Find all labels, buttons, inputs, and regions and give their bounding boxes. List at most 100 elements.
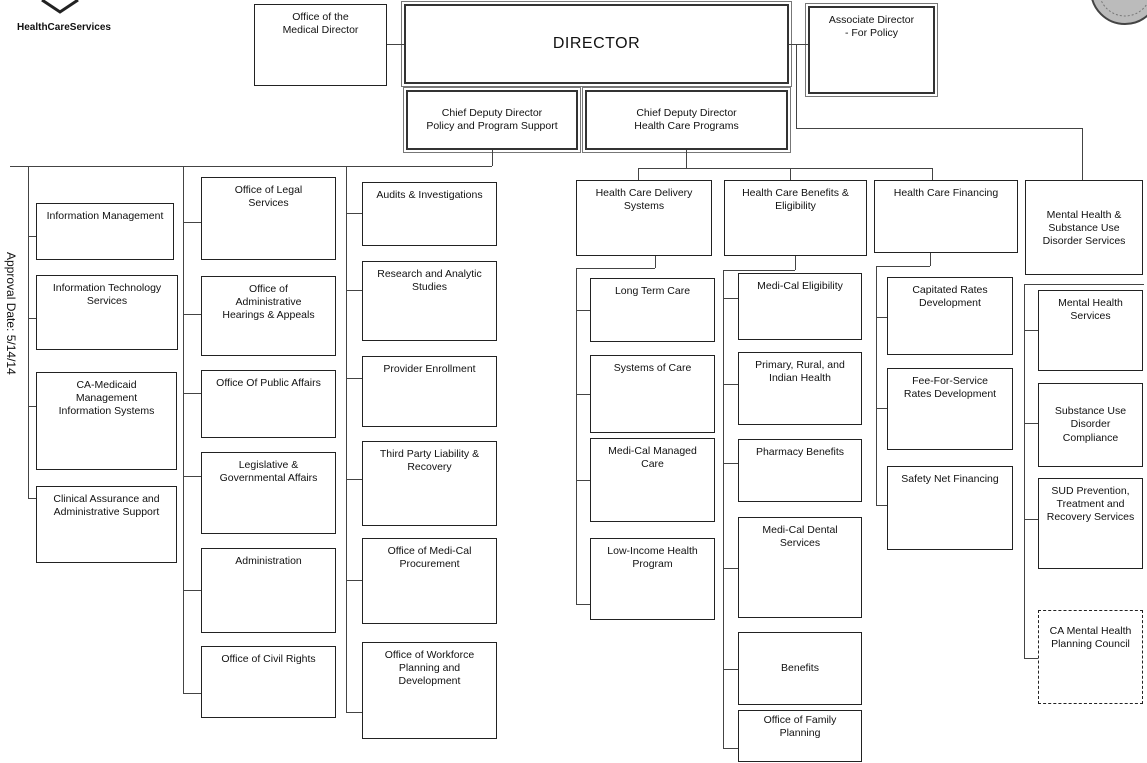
org-unit-label: CA-Medicaid Management Information Syste… [58, 379, 155, 418]
connector-line [686, 150, 687, 168]
connector-line [723, 270, 795, 271]
org-unit-label: Benefits [781, 661, 819, 674]
org-unit-box: Information Management [36, 203, 174, 260]
connector-line [876, 317, 887, 318]
connector-line [576, 268, 577, 604]
org-unit-label: Office Of Public Affairs [216, 377, 321, 389]
org-unit-box: Long Term Care [590, 278, 715, 342]
org-unit-box: Medi-Cal Dental Services [738, 517, 862, 618]
connector-line [795, 256, 796, 270]
org-unit-label: SUD Prevention, Treatment and Recovery S… [1046, 485, 1135, 524]
org-unit-label: Medi-Cal Eligibility [757, 280, 843, 292]
logo-text: HealthCareServices [17, 22, 111, 33]
org-unit-box: Substance Use Disorder Compliance [1038, 383, 1143, 467]
org-unit-box: Legislative & Governmental Affairs [201, 452, 336, 534]
connector-line [28, 498, 36, 499]
org-unit-box: Primary, Rural, and Indian Health [738, 352, 862, 425]
connector-line [576, 394, 590, 395]
org-unit-label: Office of Legal Services [234, 184, 303, 210]
council-box: CA Mental Health Planning Council [1038, 610, 1143, 704]
division-header-label: Health Care Delivery Systems [595, 187, 693, 213]
connector-line [930, 253, 931, 266]
connector-line [346, 213, 362, 214]
connector-line [723, 669, 738, 670]
connector-line [183, 393, 201, 394]
org-unit-box: Information Technology Services [36, 275, 178, 350]
connector-line [876, 408, 887, 409]
director-box: DIRECTOR [401, 1, 792, 87]
org-unit-box: Clinical Assurance and Administrative Su… [36, 486, 177, 563]
associate-director-label: Associate Director - For Policy [828, 14, 915, 40]
connector-line [576, 268, 655, 269]
org-unit-box: Mental Health Services [1038, 290, 1143, 371]
org-unit-label: Pharmacy Benefits [755, 446, 845, 458]
connector-line [876, 505, 887, 506]
org-unit-label: Long Term Care [614, 285, 691, 297]
connector-line [183, 590, 201, 591]
org-unit-box: Fee-For-Service Rates Development [887, 368, 1013, 450]
org-unit-label: Office of Family Planning [763, 714, 837, 740]
connector-line [28, 406, 36, 407]
org-unit-label: Clinical Assurance and Administrative Su… [53, 493, 160, 519]
deputy-programs-box: Chief Deputy Director Health Care Progra… [582, 87, 791, 153]
org-unit-box: Research and Analytic Studies [362, 261, 497, 341]
org-unit-label: Office of Medi-Cal Procurement [387, 545, 472, 571]
connector-line [723, 748, 738, 749]
connector-line [796, 128, 1082, 129]
council-label: CA Mental Health Planning Council [1049, 625, 1132, 651]
connector-line [576, 310, 590, 311]
connector-line [183, 314, 201, 315]
division-header-box: Mental Health & Substance Use Disorder S… [1025, 180, 1143, 275]
connector-line [1024, 330, 1038, 331]
org-unit-box: Office of Family Planning [738, 710, 862, 762]
connector-line [183, 166, 184, 694]
division-header-label: Health Care Financing [893, 187, 999, 199]
connector-line [723, 568, 738, 569]
org-unit-box: Office of Legal Services [201, 177, 336, 260]
org-unit-box: Office Of Public Affairs [201, 370, 336, 438]
org-unit-box: Pharmacy Benefits [738, 439, 862, 502]
connector-line [796, 44, 797, 128]
org-unit-label: Primary, Rural, and Indian Health [755, 359, 845, 385]
connector-line [723, 270, 724, 748]
connector-line [10, 166, 492, 167]
connector-line [932, 168, 933, 180]
deputy-policy-label: Chief Deputy Director Policy and Program… [426, 106, 558, 132]
org-unit-label: Information Management [46, 210, 164, 222]
connector-line [28, 166, 29, 498]
connector-line [183, 693, 201, 694]
org-unit-label: Office of Administrative Hearings & Appe… [222, 283, 315, 322]
connector-line [638, 168, 932, 169]
org-unit-label: Administration [235, 555, 302, 567]
approval-date: Approval Date: 5/14/14 [4, 252, 18, 375]
connector-line [1024, 423, 1038, 424]
org-unit-box: Systems of Care [590, 355, 715, 433]
org-unit-box: Benefits [738, 632, 862, 705]
connector-line [346, 712, 362, 713]
org-unit-label: Capitated Rates Development [912, 284, 988, 310]
org-unit-box: Medi-Cal Eligibility [738, 273, 862, 340]
org-unit-box: Medi-Cal Managed Care [590, 438, 715, 522]
division-header-box: Health Care Delivery Systems [576, 180, 712, 256]
org-unit-box: CA-Medicaid Management Information Syste… [36, 372, 177, 470]
connector-line [655, 256, 656, 268]
division-header-label: Health Care Benefits & Eligibility [742, 187, 849, 213]
office-medical-director-box: Office of the Medical Director [254, 4, 387, 86]
director-label: DIRECTOR [552, 35, 641, 52]
deputy-policy-box: Chief Deputy Director Policy and Program… [403, 87, 581, 153]
connector-line [876, 266, 877, 506]
connector-line [723, 463, 738, 464]
org-unit-label: Office of Civil Rights [221, 653, 316, 665]
org-unit-label: Medi-Cal Dental Services [762, 524, 838, 550]
connector-line [28, 318, 36, 319]
connector-line [492, 150, 493, 166]
org-unit-box: SUD Prevention, Treatment and Recovery S… [1038, 478, 1143, 569]
connector-line [1024, 658, 1038, 659]
connector-line [1082, 128, 1083, 180]
org-unit-label: Low-Income Health Program [607, 545, 698, 571]
connector-line [723, 298, 738, 299]
org-unit-label: Information Technology Services [52, 282, 162, 308]
org-unit-label: Medi-Cal Managed Care [608, 445, 697, 471]
connector-line [346, 166, 347, 713]
org-unit-label: Substance Use Disorder Compliance [1054, 405, 1127, 444]
